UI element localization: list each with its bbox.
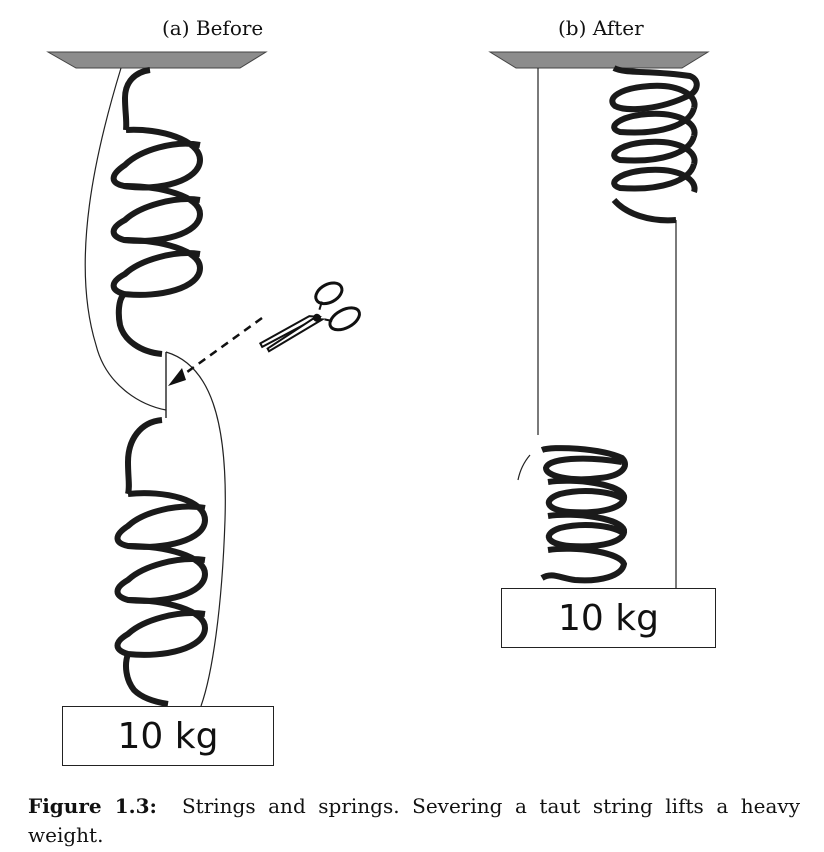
weight-b: 10 kg [501,588,716,648]
weight-a: 10 kg [62,706,274,766]
cut-arrow-head [168,368,186,386]
caption-text: Strings and springs. Severing a taut str… [28,794,801,847]
string-a-top [84,67,167,411]
spring-a-upper [110,67,204,357]
caption-label: Figure 1.3: [28,794,157,818]
panel-a-title: (a) Before [162,16,264,40]
figure-caption: Figure 1.3: Strings and springs. Severin… [28,792,800,850]
string-a-bottom [165,351,226,707]
string-b-loose-end [517,454,531,481]
cut-arrow-line [175,316,263,382]
ceiling-b [488,51,710,69]
spring-a-lower [114,417,209,707]
scissors-icon [258,281,361,353]
panel-b-title: (b) After [558,16,644,40]
spring-b-upper [609,65,700,224]
ceiling-a [46,51,268,69]
spring-b-lower [540,445,628,584]
